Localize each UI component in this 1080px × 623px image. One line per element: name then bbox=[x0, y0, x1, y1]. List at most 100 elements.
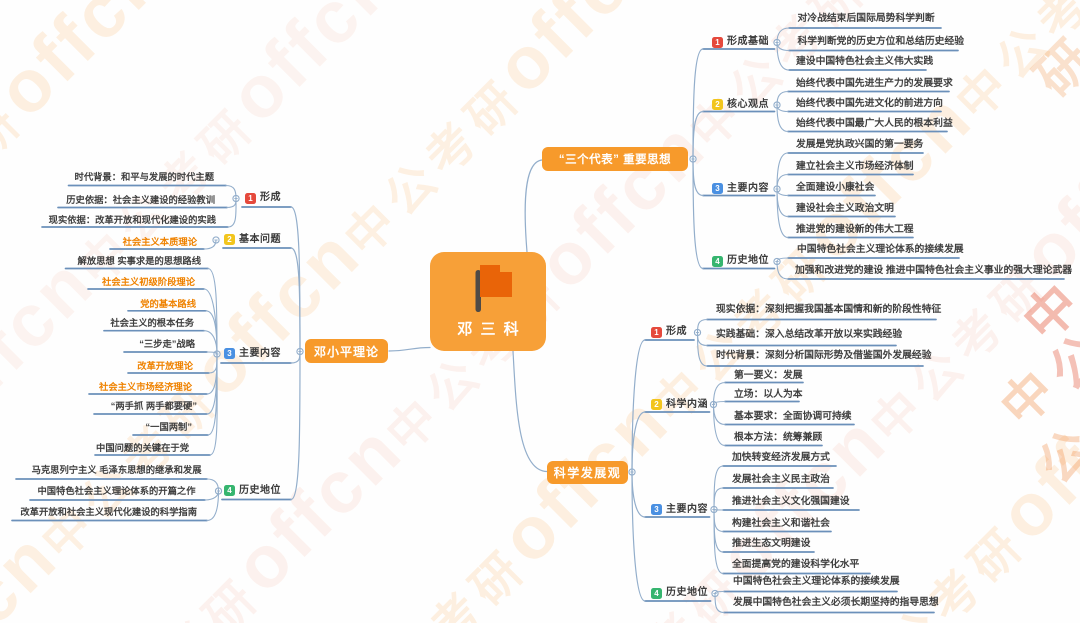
leaf-topic[interactable]: 加强和改进党的建设 推进中国特色社会主义事业的强大理论武器 bbox=[795, 264, 1073, 276]
connector-line bbox=[692, 158, 704, 270]
leaf-topic[interactable]: “一国两制” bbox=[145, 422, 193, 432]
connector-line bbox=[696, 331, 708, 367]
leaf-topic[interactable]: 始终代表中国先进文化的前进方向 bbox=[796, 97, 943, 109]
branch-deng-xiaoping-theory[interactable]: 邓小平理论 bbox=[305, 339, 388, 363]
subtopic-历史地位[interactable]: 4 历史地位 bbox=[712, 255, 769, 267]
connector-line bbox=[227, 197, 237, 228]
branch-three-represents[interactable]: “三个代表” 重要思想 bbox=[542, 147, 688, 171]
leaf-topic[interactable]: 社会主义初级阶段理论 bbox=[102, 277, 195, 287]
subtopic-label: 主要内容 bbox=[727, 182, 769, 194]
leaf-topic[interactable]: 中国特色社会主义理论体系的接续发展 bbox=[733, 576, 900, 587]
subtopic-label: 历史地位 bbox=[666, 587, 708, 598]
leaf-topic[interactable]: 建立社会主义市场经济体制 bbox=[796, 160, 914, 172]
leaf-topic[interactable]: 立场：以人为本 bbox=[734, 389, 803, 400]
leaf-topic[interactable]: 马克思列宁主义 毛泽东思想的继承和发展 bbox=[31, 464, 202, 475]
leaf-topic[interactable]: 发展是党执政兴国的第一要务 bbox=[796, 139, 924, 150]
leaf-topic[interactable]: 第一要义：发展 bbox=[734, 369, 803, 381]
numbered-badge: 4 bbox=[712, 255, 723, 267]
leaf-topic[interactable]: 改革开放理论 bbox=[137, 360, 193, 371]
leaf-topic[interactable]: 历史依据：社会主义建设的经验教训 bbox=[66, 194, 215, 205]
subtopic-label: 科学内涵 bbox=[666, 398, 708, 410]
numbered-badge: 2 bbox=[651, 399, 662, 410]
leaf-topic[interactable]: 实践基础：深入总结改革开放以来实践经验 bbox=[716, 329, 903, 340]
subtopic-label: 主要内容 bbox=[666, 503, 708, 515]
subtopic-历史地位[interactable]: 4 历史地位 bbox=[224, 485, 281, 497]
leaf-topic[interactable]: 时代背景：深刻分析国际形势及借鉴国外发展经验 bbox=[716, 350, 932, 361]
subtopic-主要内容[interactable]: 3 主要内容 bbox=[712, 183, 769, 195]
leaf-topic[interactable]: 发展社会主义民主政治 bbox=[732, 474, 830, 485]
connector-line bbox=[290, 350, 301, 501]
subtopic-主要内容[interactable]: 3 主要内容 bbox=[224, 348, 281, 360]
numbered-badge: 1 bbox=[712, 36, 723, 48]
leaf-topic[interactable]: 全面建设小康社会 bbox=[796, 182, 875, 193]
subtopic-label: 历史地位 bbox=[727, 255, 769, 266]
connector-line bbox=[388, 346, 431, 352]
leaf-topic[interactable]: 始终代表中国最广大人民的根本利益 bbox=[796, 117, 953, 129]
numbered-badge: 3 bbox=[651, 504, 662, 515]
leaf-topic[interactable]: 现实依据：深刻把握我国基本国情和新的阶段性特征 bbox=[716, 303, 942, 315]
connector-line bbox=[776, 104, 789, 133]
subtopic-label: 核心观点 bbox=[727, 98, 769, 110]
central-topic[interactable]: 邓 三 科 bbox=[430, 252, 546, 351]
leaf-topic[interactable]: 中国特色社会主义理论体系的接续发展 bbox=[797, 243, 964, 255]
leaf-topic[interactable]: 改革开放和社会主义现代化建设的科学指南 bbox=[20, 506, 197, 517]
leaf-topic[interactable]: 对冷战结束后国际局势科学判断 bbox=[797, 13, 935, 24]
branch-scientific-development[interactable]: 科学发展观 bbox=[547, 461, 628, 484]
connector-line bbox=[203, 330, 218, 355]
leaf-topic[interactable]: 建设社会主义政治文明 bbox=[796, 202, 894, 214]
subtopic-形成[interactable]: 1 形成 bbox=[245, 192, 281, 204]
numbered-badge: 2 bbox=[224, 234, 235, 245]
leaf-topic[interactable]: 解放思想 实事求是的思想路线 bbox=[77, 256, 201, 266]
leaf-topic[interactable]: 社会主义本质理论 bbox=[122, 236, 197, 247]
leaf-topic[interactable]: 推进生态文明建设 bbox=[732, 538, 811, 549]
connector-line bbox=[776, 188, 789, 239]
leaf-topic[interactable]: 构建社会主义和谐社会 bbox=[732, 517, 830, 529]
subtopic-主要内容[interactable]: 3 主要内容 bbox=[651, 504, 708, 516]
subtopic-科学内涵[interactable]: 2 科学内涵 bbox=[651, 399, 708, 411]
numbered-badge: 2 bbox=[712, 99, 723, 110]
subtopic-label: 主要内容 bbox=[239, 347, 281, 359]
leaf-topic[interactable]: 根本方法：统筹兼顾 bbox=[734, 432, 823, 443]
numbered-badge: 3 bbox=[224, 348, 235, 359]
leaf-topic[interactable]: 社会主义市场经济理论 bbox=[99, 381, 192, 392]
leaf-topic[interactable]: 建设中国特色社会主义伟大实践 bbox=[796, 56, 934, 67]
numbered-badge: 3 bbox=[712, 183, 723, 194]
subtopic-label: 历史地位 bbox=[239, 484, 281, 496]
leaf-topic[interactable]: 发展中国特色社会主义必须长期坚持的指导思想 bbox=[733, 597, 939, 608]
leaf-topic[interactable]: 中国特色社会主义理论体系的开篇之作 bbox=[37, 485, 196, 496]
connector-line bbox=[776, 41, 790, 71]
leaf-topic[interactable]: 推进社会主义文化强国建设 bbox=[732, 496, 850, 507]
connector-line bbox=[203, 239, 217, 250]
numbered-badge: 4 bbox=[224, 485, 235, 496]
connector-line bbox=[713, 487, 724, 511]
leaf-topic[interactable]: 时代背景：和平与发展的时代主题 bbox=[74, 172, 214, 182]
leaf-topic[interactable]: “两手抓 两手都要硬” bbox=[110, 400, 197, 411]
subtopic-核心观点[interactable]: 2 核心观点 bbox=[712, 99, 769, 111]
leaf-topic[interactable]: 社会主义的根本任务 bbox=[110, 317, 194, 328]
central-topic-title: 邓 三 科 bbox=[457, 321, 521, 338]
leaf-topic[interactable]: 中国问题的关键在于党 bbox=[96, 442, 189, 453]
numbered-badge: 1 bbox=[651, 326, 662, 338]
leaf-topic[interactable]: 全面提高党的建设科学化水平 bbox=[732, 558, 860, 570]
leaf-topic[interactable]: 基本要求：全面协调可持续 bbox=[734, 411, 852, 422]
flag-icon bbox=[475, 265, 512, 312]
leaf-topic[interactable]: 加快转变经济发展方式 bbox=[732, 452, 830, 463]
leaf-topic[interactable]: 科学判断党的历史方位和总结历史经验 bbox=[797, 35, 965, 47]
subtopic-label: 形成 bbox=[260, 192, 281, 203]
connector-line bbox=[206, 490, 220, 522]
connector-line bbox=[692, 110, 704, 160]
leaf-topic[interactable]: 始终代表中国先进生产力的发展要求 bbox=[796, 77, 953, 89]
branch-label: 邓小平理论 bbox=[313, 344, 379, 359]
numbered-badge: 1 bbox=[245, 192, 256, 204]
leaf-topic[interactable]: “三步走”战略 bbox=[139, 339, 195, 349]
branch-label: “三个代表” 重要思想 bbox=[558, 154, 672, 166]
leaf-topic[interactable]: 现实依据：改革开放和现代化建设的实践 bbox=[48, 215, 216, 225]
leaf-topic[interactable]: 推进党的建设新的伟大工程 bbox=[796, 223, 914, 235]
leaf-topic[interactable]: 党的基本路线 bbox=[140, 298, 196, 309]
